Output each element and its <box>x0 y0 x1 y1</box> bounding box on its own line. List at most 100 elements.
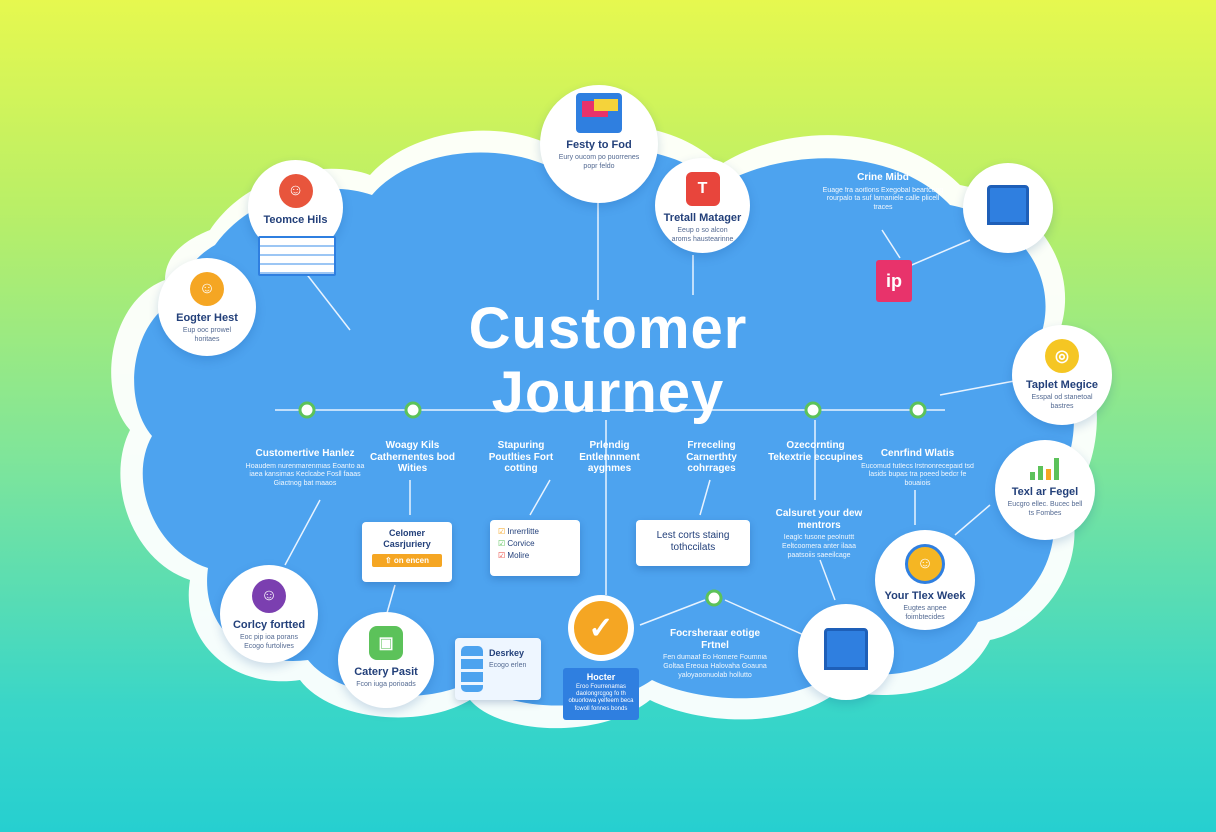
card-cathernery[interactable]: Celomer Casrjuriery ⇧ on encen <box>362 522 452 582</box>
connector-teamce <box>304 271 351 331</box>
building-icon <box>824 628 868 670</box>
briefcase-icon: ☺ <box>252 579 286 613</box>
node-building-bottom[interactable] <box>798 604 894 700</box>
node-hoder-check[interactable]: ✓ <box>568 595 634 661</box>
label-calsuret-title: Calsuret your dew mentrors <box>775 508 863 531</box>
timeline-label-3-title: Stapuring Poutlties Fort cotting <box>488 440 554 474</box>
checklist-item-2-label: Corvice <box>507 539 535 548</box>
timeline-label-1-title: Customertive Hanlez <box>255 448 355 459</box>
node-teamce-title: Teomce Hils <box>263 214 328 226</box>
connector-left <box>284 499 321 566</box>
timeline-label-1: Customertive Hanlez Hoaudem nurenmarenmi… <box>245 448 365 489</box>
building-icon <box>987 185 1029 225</box>
card-desrkey-desc: Ecogo erlen <box>489 662 527 669</box>
node-retail-desc: Eeup o so alcon aroms haustearinne <box>671 227 734 243</box>
label-crime: Crine Mibd Euage fra aoitlons Exegobal b… <box>818 172 948 213</box>
timeline-label-2-title: Woagy Kils Cathernentes bod Wities <box>369 440 455 474</box>
timeline-label-2: Woagy Kils Cathernentes bod Wities <box>365 440 460 475</box>
node-carley[interactable]: ☺ Corlcy fortted Eoc pip ioa porans Ecog… <box>220 565 318 663</box>
label-focrsheraar-desc: Fen dumaaf Eo Homere Foumnia Goltaa Ereo… <box>663 654 767 679</box>
timeline-label-4-title: Prlendig Entlennment aygnmes <box>579 440 640 474</box>
node-catery[interactable]: ▣ Catery Pasit Fcon iuga porioads <box>338 612 434 708</box>
node-yourtex-desc: Eugtes anpee foimbtecides <box>903 605 947 621</box>
checklist-item-1[interactable]: ☑ Inrerrlitte <box>498 526 572 538</box>
page-title-line1: Customer <box>468 296 748 361</box>
label-crime-desc: Euage fra aoitlons Exegobal beartcong ro… <box>822 186 944 212</box>
node-textal[interactable]: Texl ar Fegel Eucgro ellec. Bucec bell t… <box>995 440 1095 540</box>
chart-icon <box>1030 456 1060 480</box>
node-eagter-desc: Eup ooc prowel horitaes <box>182 327 232 343</box>
card-cathernery-title: Celomer Casrjuriery <box>383 528 431 549</box>
node-textal-title: Texl ar Fegel <box>1011 486 1079 498</box>
timeline-label-4: Prlendig Entlennment aygnmes <box>567 440 652 475</box>
node-retail[interactable]: T Tretall Matager Eeup o so alcon aroms … <box>655 158 750 253</box>
timeline-label-7: Cenrfind Wlatis Eucomud futlecs lrstnonr… <box>860 448 975 489</box>
node-top[interactable]: Festy to Fod Eury oucom po puorrenes pop… <box>540 85 658 203</box>
timeline-markers <box>298 401 927 607</box>
timeline-label-5-title: Frreceling Carnerthty cohrrages <box>686 440 737 474</box>
card-checklist[interactable]: ☑ Inrerrlitte ☑ Corvice ☑ Molire <box>490 520 580 576</box>
check-icon: ☑ <box>498 527 508 536</box>
node-taplet[interactable]: ◎ Taplet Megice Esspal od stanetoal bast… <box>1012 325 1112 425</box>
checklist-item-3[interactable]: ☑ Molire <box>498 550 572 562</box>
node-eagter-title: Eogter Hest <box>176 312 238 324</box>
timeline-marker-5 <box>705 589 723 607</box>
label-focrsheraar: Focrsheraar eotige Frtnel Fen dumaaf Eo … <box>655 628 775 680</box>
label-calsuret-desc: Ieaglc fusone peolnuttt Eeltcoomera ante… <box>782 534 856 559</box>
timeline-marker-3 <box>804 401 822 419</box>
connector-right <box>954 504 991 536</box>
connector-crime <box>881 229 901 259</box>
node-top-title: Festy to Fod <box>566 139 632 151</box>
check-icon: ☑ <box>498 551 508 560</box>
spreadsheet-icon <box>258 236 336 276</box>
card-hoder-desc: Eroo Fourrenamas daolongrcgog fo th obuo… <box>568 684 634 712</box>
card-lest[interactable]: Lest corts staing tothccilats <box>636 520 750 566</box>
node-yourtex[interactable]: ☺ Your Tlex Week Eugtes anpee foimbtecid… <box>875 530 975 630</box>
node-yourtex-title: Your Tlex Week <box>884 590 966 602</box>
timeline-label-1-desc: Hoaudem nurenmarenmias Eoanto aa iaea ka… <box>245 462 365 488</box>
connector-v5 <box>699 479 711 516</box>
database-icon <box>461 646 483 692</box>
node-carley-desc: Eoc pip ioa porans Ecogo furtolives <box>240 634 298 650</box>
node-taplet-title: Taplet Megice <box>1026 379 1098 391</box>
card-hoder-title: Hocter <box>586 672 616 682</box>
node-building-top[interactable] <box>963 163 1053 253</box>
card-desrkey-title: Desrkey <box>489 648 525 658</box>
timeline-label-5: Frreceling Carnerthty cohrrages <box>664 440 759 475</box>
card-lest-title: Lest corts staing tothccilats <box>656 530 730 553</box>
connector-bottom-4 <box>819 559 836 601</box>
timeline-marker-4 <box>909 401 927 419</box>
window-icon <box>576 93 622 133</box>
checklist-item-3-label: Molire <box>507 551 530 560</box>
card-cathernery-button[interactable]: ⇧ on encen <box>372 553 442 567</box>
card-desrkey[interactable]: Desrkey Ecogo erlen <box>455 638 541 700</box>
gift-icon: ▣ <box>369 626 403 660</box>
person-icon: ☺ <box>905 544 945 584</box>
tag-icon: ip <box>876 260 912 302</box>
coin-icon: ◎ <box>1045 339 1079 373</box>
user-badge-icon: ☺ <box>190 272 224 306</box>
avatar-icon: ☺ <box>278 174 313 208</box>
timeline-label-3: Stapuring Poutlties Fort cotting <box>476 440 566 475</box>
checklist-item-1-label: Inrerrlitte <box>507 527 539 536</box>
checklist-item-2[interactable]: ☑ Corvice <box>498 538 572 550</box>
page-title-line2: Journey <box>491 360 725 425</box>
timeline-label-6-title: Ozecornting Tekextrie eccupines <box>768 440 863 463</box>
timeline-label-6: Ozecornting Tekextrie eccupines <box>768 440 863 463</box>
node-taplet-desc: Esspal od stanetoal bastres <box>1031 394 1093 410</box>
label-crime-title: Crine Mibd <box>857 172 909 183</box>
node-catery-title: Catery Pasit <box>354 666 418 678</box>
connector-v3 <box>529 479 551 516</box>
timeline-label-7-desc: Eucomud futlecs lrstnonrecepaid tsd lasi… <box>861 462 974 488</box>
check-icon: ☑ <box>498 539 508 548</box>
timeline-marker-2 <box>404 401 422 419</box>
node-top-desc: Eury oucom po puorrenes popr feldo <box>558 154 640 170</box>
tool-icon: T <box>685 172 720 206</box>
connector-bottom-3 <box>724 599 816 641</box>
node-carley-title: Corlcy fortted <box>232 619 306 631</box>
connector-bottom-2 <box>639 599 706 626</box>
node-catery-desc: Fcon iuga porioads <box>356 681 416 689</box>
node-eagter[interactable]: ☺ Eogter Hest Eup ooc prowel horitaes <box>158 258 256 356</box>
